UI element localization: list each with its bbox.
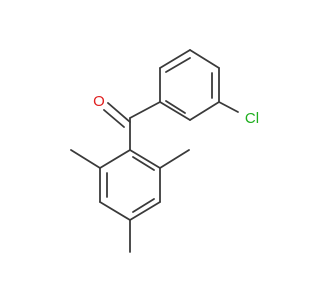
chlorine-label: Cl — [245, 110, 259, 127]
methyl-bond-right — [159, 149, 190, 169]
molecule-structure: O Cl — [70, 49, 259, 253]
chlorophenyl-ring — [159, 49, 220, 121]
oxygen-label: O — [93, 93, 105, 110]
bond-to-chlorine — [218, 101, 239, 113]
methyl-bond-left — [70, 149, 101, 169]
bond-carbonyl-to-chlorophenyl — [129, 101, 161, 119]
carbonyl-bond — [103, 102, 131, 128]
mesityl-ring — [99, 149, 161, 221]
